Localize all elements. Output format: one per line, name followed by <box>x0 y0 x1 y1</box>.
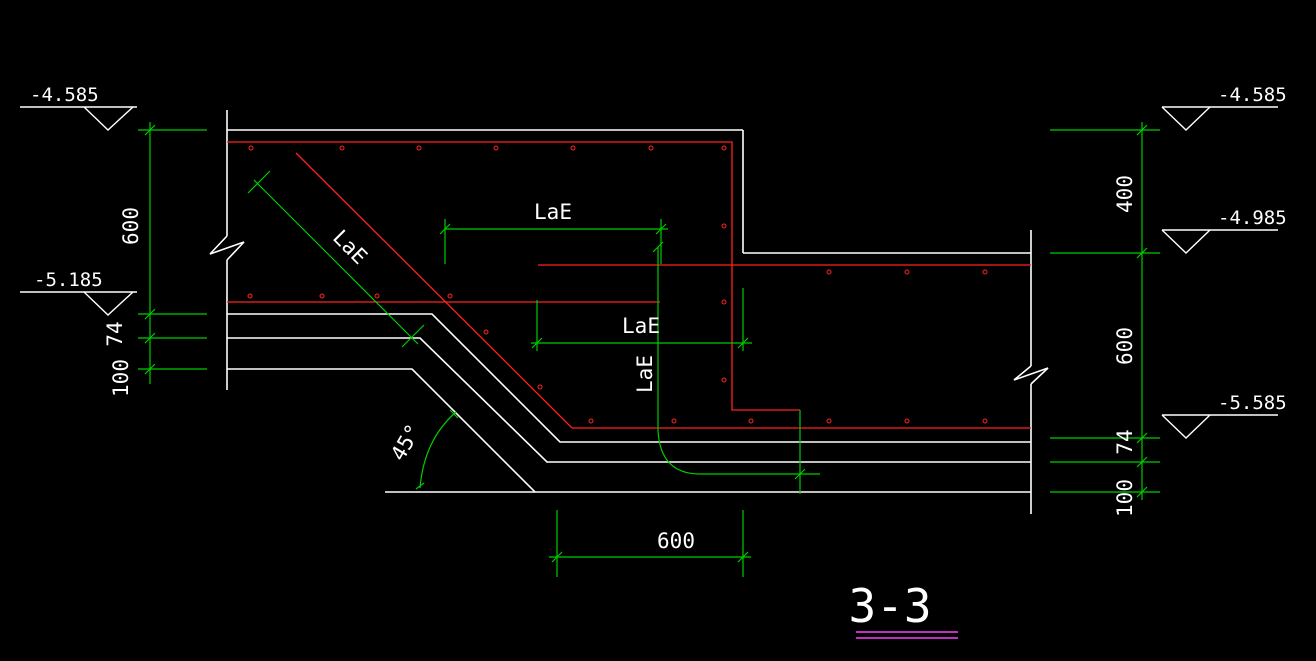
dim-lae-diagonal: LaE <box>328 225 372 269</box>
elevation-symbols <box>20 106 1278 439</box>
rebar-dots <box>247 145 988 424</box>
dim-right-400: 400 <box>1113 175 1137 213</box>
dim-left-74: 74 <box>103 321 127 346</box>
elevation-right-top: -4.585 <box>1218 84 1287 106</box>
dimension-lines <box>138 122 1160 577</box>
dim-left-600: 600 <box>119 207 143 245</box>
elevation-right-mid: -4.985 <box>1218 207 1287 229</box>
rebar-lines <box>227 141 1031 429</box>
dim-right-100: 100 <box>1113 479 1137 517</box>
elevation-right-bottom: -5.585 <box>1218 392 1287 414</box>
section-title: 3-3 <box>848 579 931 633</box>
dim-angle-45: 45° <box>386 420 426 465</box>
dim-right-74: 74 <box>1113 429 1137 454</box>
dim-lae-upper: LaE <box>534 200 572 224</box>
section-title-underline <box>856 631 958 639</box>
dim-lae-lower: LaE <box>622 314 660 338</box>
elevation-left-bottom: -5.185 <box>34 269 103 291</box>
concrete-outline <box>209 110 1049 514</box>
elevation-left-top: -4.585 <box>30 84 99 106</box>
dim-lae-vertical: LaE <box>633 355 657 393</box>
dim-bottom-600: 600 <box>657 529 695 553</box>
dim-left-100: 100 <box>109 359 133 397</box>
dim-right-600: 600 <box>1113 327 1137 365</box>
